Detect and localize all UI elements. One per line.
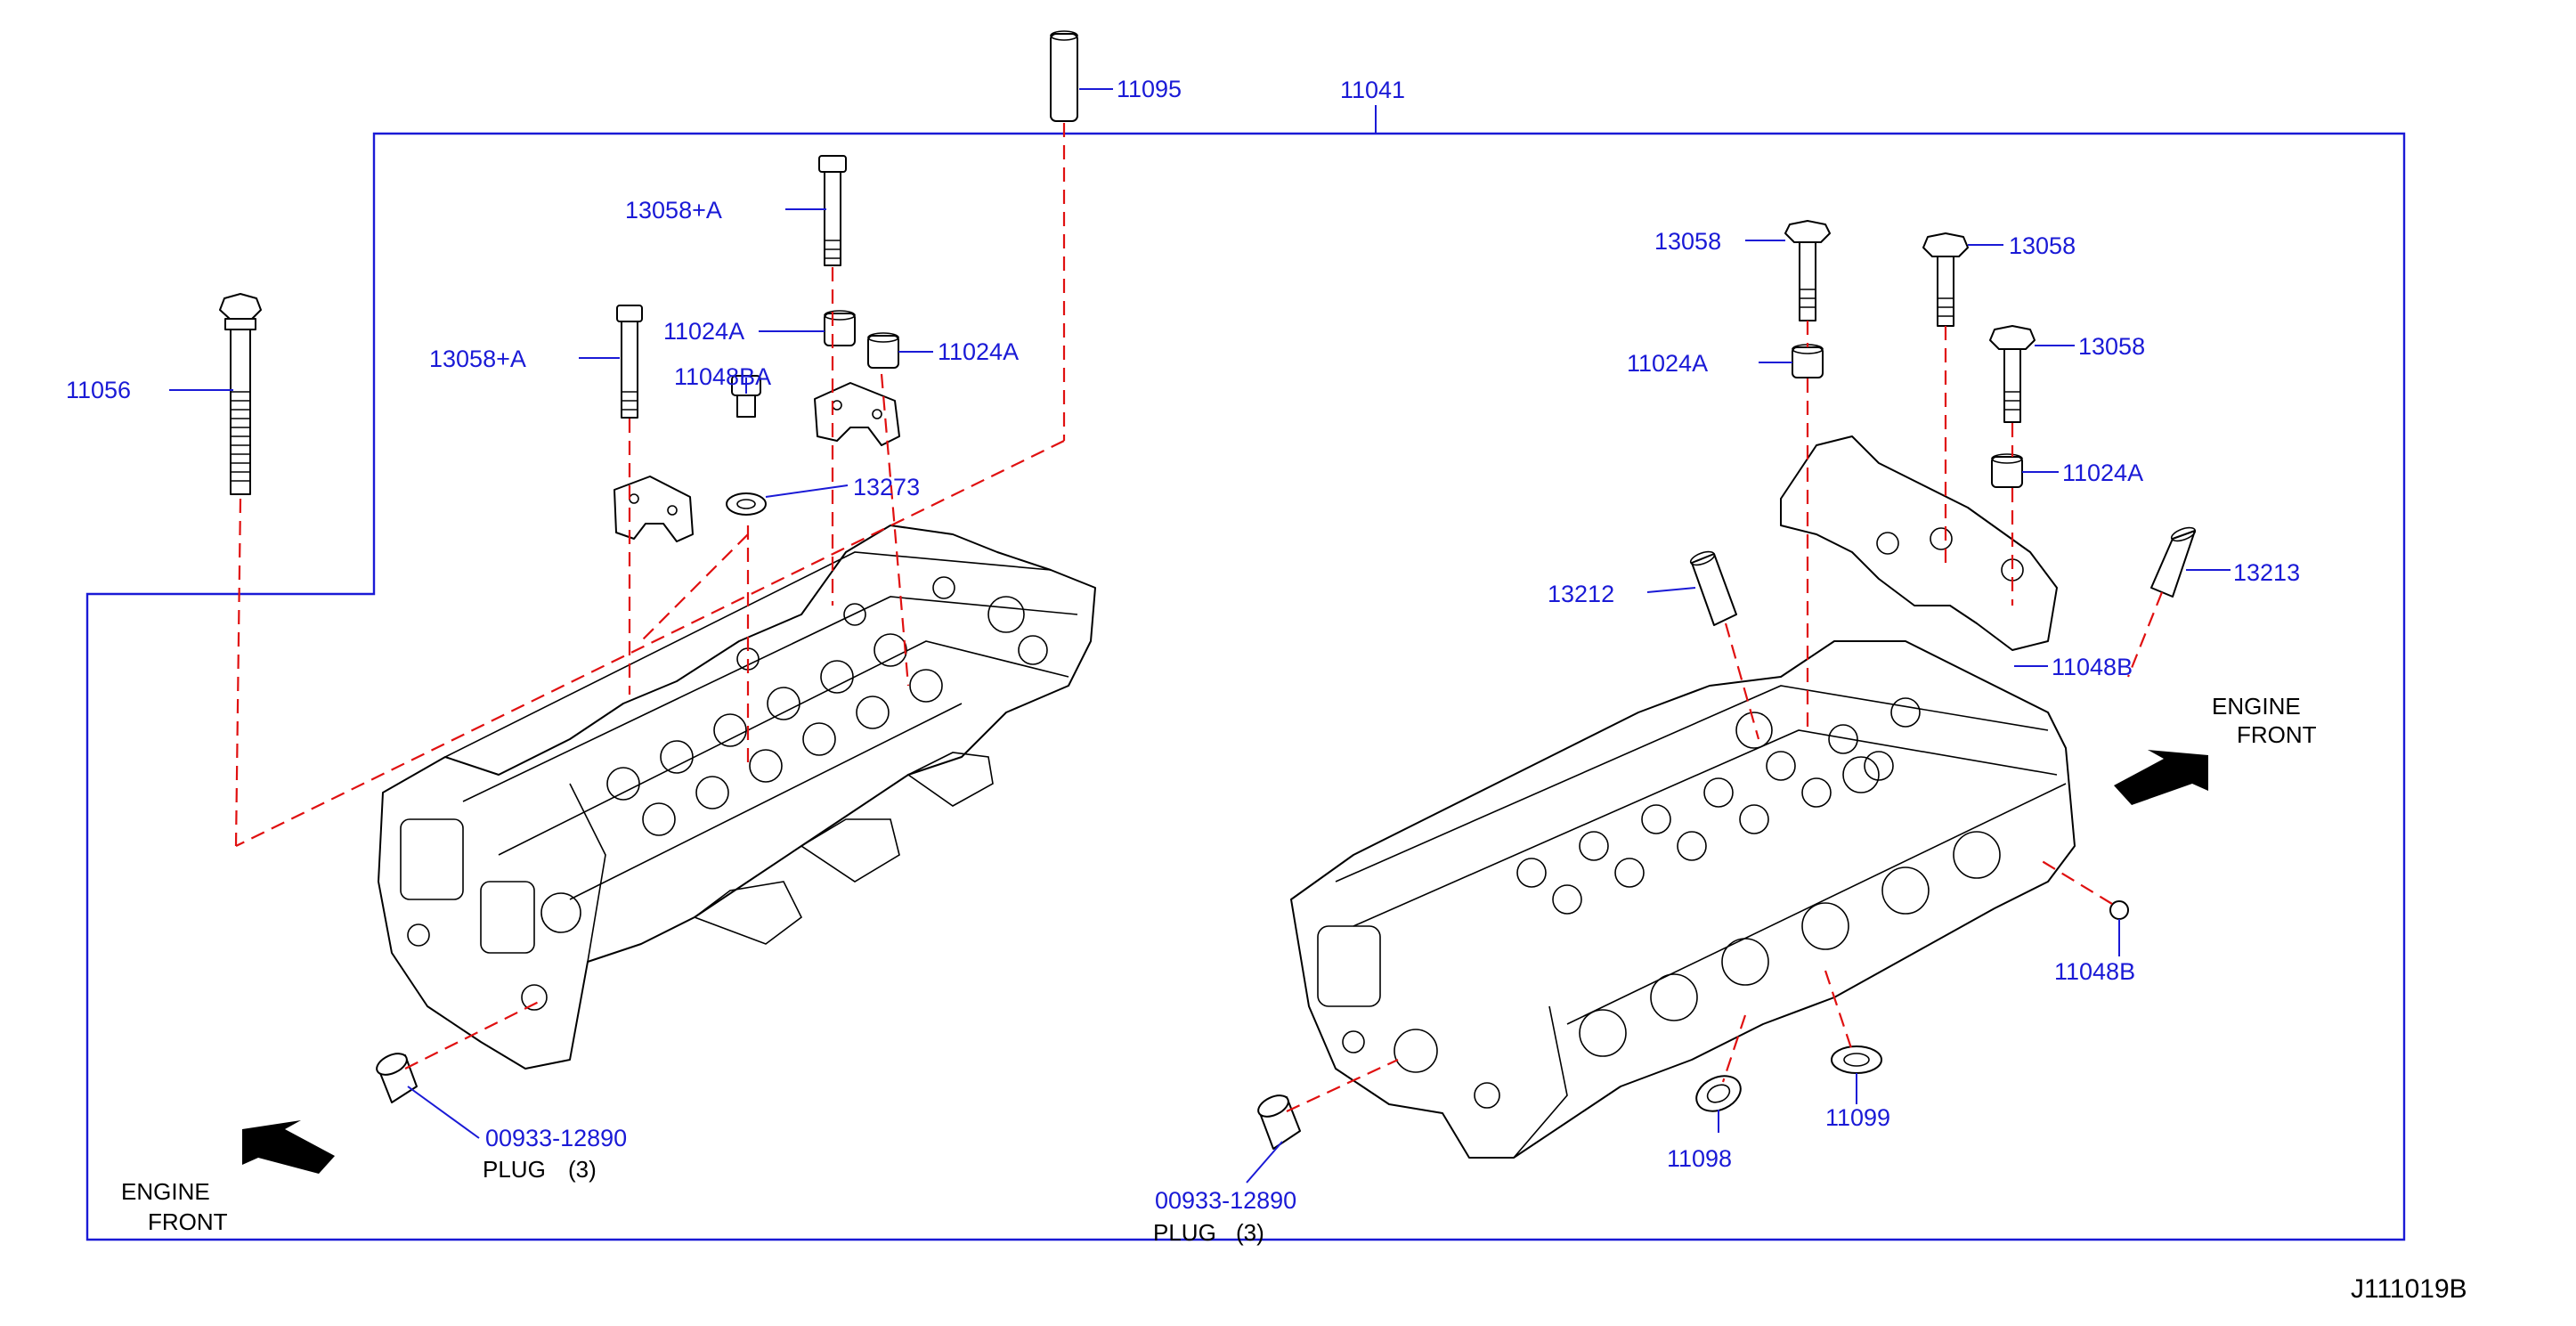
bolt-13058-2 — [1922, 232, 1969, 327]
label-11095: 11095 — [1117, 76, 1182, 102]
guide-13213 — [2150, 526, 2197, 598]
label-11048ba: 11048BA — [674, 363, 771, 390]
label-plug-left: PLUG — [483, 1156, 546, 1183]
dowel-11024a-right-1 — [1792, 344, 1824, 378]
camshaft-cap-lower — [614, 476, 694, 542]
label-11048b-bottom: 11048B — [2054, 958, 2135, 985]
label-11024a-right-1: 11024A — [1627, 350, 1708, 377]
engine-front-arrow-right — [2114, 750, 2208, 805]
camshaft-bracket-right — [1780, 435, 2058, 651]
bolt-13058a-upper — [818, 155, 847, 266]
label-11024a-right-2: 11024A — [2062, 460, 2143, 486]
label-13273: 13273 — [853, 474, 920, 500]
cylinder-head-right — [1290, 640, 2076, 1159]
label-13212: 13212 — [1548, 581, 1614, 607]
washer-13273 — [726, 492, 767, 516]
label-engine-left: ENGINE — [121, 1178, 210, 1205]
dowel-11024a-right-2 — [1991, 453, 2023, 488]
label-13058a-lower: 13058+A — [429, 346, 526, 372]
assembly-frame — [85, 132, 2406, 1241]
diagram-id: J111019B — [2351, 1274, 2467, 1304]
label-11041: 11041 — [1340, 77, 1405, 103]
label-engine-right: ENGINE — [2212, 693, 2301, 720]
label-13058-1: 13058 — [1654, 228, 1721, 255]
bolt-13058-1 — [1784, 220, 1831, 321]
leader-lines — [169, 88, 2231, 1184]
engine-front-arrow-left — [242, 1120, 335, 1174]
seal-11099 — [1831, 1045, 1882, 1074]
dowel-11024a-left-1 — [824, 310, 856, 346]
label-front-left: FRONT — [148, 1208, 228, 1235]
plug-11048b-bottom — [2109, 900, 2129, 920]
label-00933-left: 00933-12890 — [485, 1125, 627, 1151]
head-bolt-11056 — [219, 293, 262, 495]
guide-13212 — [1689, 550, 1737, 626]
seal-11098 — [1695, 1075, 1742, 1112]
cylinder-head-left — [378, 525, 1096, 1070]
camshaft-cap-upper — [814, 382, 900, 446]
bolt-13058a-lower — [616, 305, 643, 419]
label-plug-right-qty: (3) — [1236, 1219, 1264, 1246]
label-11024a-left-1: 11024A — [663, 318, 744, 345]
label-plug-right: PLUG — [1153, 1219, 1216, 1246]
label-13058-3: 13058 — [2078, 333, 2145, 360]
label-11056: 11056 — [66, 377, 131, 403]
dowel-pin-11095 — [1050, 30, 1078, 122]
label-11098: 11098 — [1667, 1145, 1732, 1172]
label-front-right: FRONT — [2237, 721, 2317, 748]
alignment-lines — [234, 123, 2164, 1112]
dowel-11024a-left-2 — [867, 332, 899, 369]
label-11024a-left-2: 11024A — [938, 338, 1019, 365]
label-13058a-upper: 13058+A — [625, 197, 722, 224]
label-plug-left-qty: (3) — [568, 1156, 597, 1183]
label-13213: 13213 — [2233, 559, 2300, 586]
plug-right — [1257, 1094, 1301, 1150]
label-11099: 11099 — [1825, 1104, 1890, 1131]
bolt-13058-3 — [1989, 325, 2036, 423]
label-00933-right: 00933-12890 — [1155, 1187, 1296, 1214]
label-13058-2: 13058 — [2009, 232, 2076, 259]
label-11048b-top: 11048B — [2052, 654, 2133, 680]
plug-left — [376, 1053, 418, 1103]
